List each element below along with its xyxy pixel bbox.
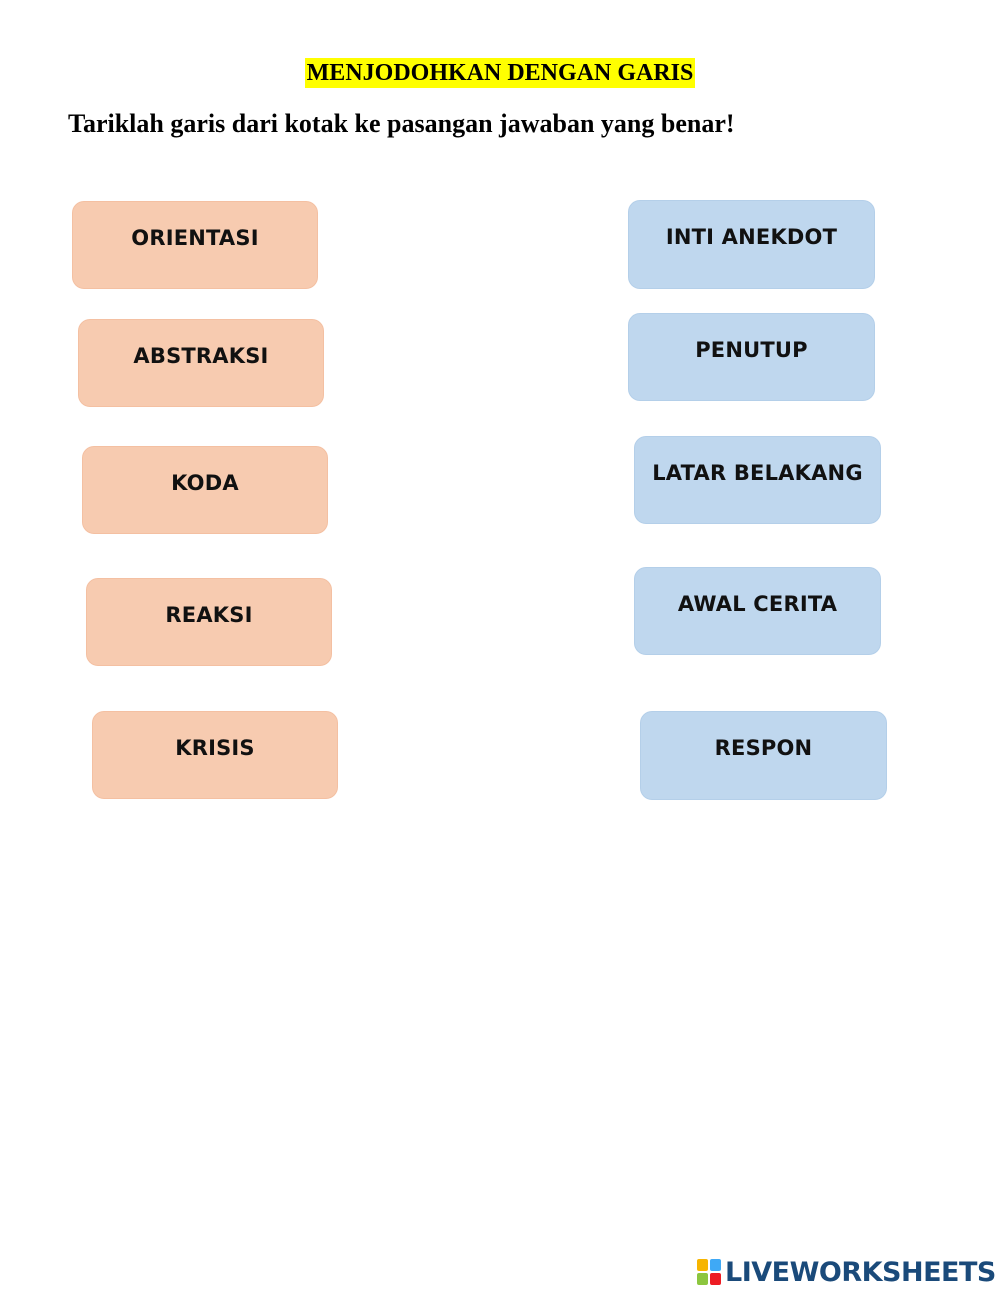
- left-box-label: REAKSI: [165, 603, 253, 627]
- right-box-awal-cerita[interactable]: AWAL CERITA: [634, 567, 881, 655]
- right-box-label: PENUTUP: [695, 338, 808, 362]
- left-box-reaksi[interactable]: REAKSI: [86, 578, 332, 666]
- right-box-penutup[interactable]: PENUTUP: [628, 313, 875, 401]
- liveworksheets-logo: LIVEWORKSHEETS: [697, 1255, 996, 1289]
- logo-square-l: [697, 1259, 708, 1271]
- right-box-latar-belakang[interactable]: LATAR BELAKANG: [634, 436, 881, 524]
- page-title: MENJODOHKAN DENGAN GARIS: [0, 58, 1000, 88]
- left-box-label: KODA: [171, 471, 239, 495]
- liveworksheets-logo-icon: [697, 1259, 721, 1285]
- page-title-text: MENJODOHKAN DENGAN GARIS: [304, 58, 696, 88]
- logo-square-e: [710, 1273, 721, 1285]
- liveworksheets-brand-text: LIVEWORKSHEETS: [725, 1256, 996, 1288]
- left-box-label: KRISIS: [175, 736, 255, 760]
- right-box-label: AWAL CERITA: [677, 592, 838, 616]
- right-box-label: RESPON: [714, 736, 813, 760]
- left-box-orientasi[interactable]: ORIENTASI: [72, 201, 318, 289]
- left-box-abstraksi[interactable]: ABSTRAKSI: [78, 319, 324, 407]
- right-box-inti-anekdot[interactable]: INTI ANEKDOT: [628, 200, 875, 289]
- instruction-text: Tariklah garis dari kotak ke pasangan ja…: [68, 109, 735, 138]
- logo-square-i: [710, 1259, 721, 1271]
- right-box-respon[interactable]: RESPON: [640, 711, 887, 800]
- left-box-krisis[interactable]: KRISIS: [92, 711, 338, 799]
- right-box-label: LATAR BELAKANG: [652, 461, 863, 485]
- logo-square-v: [697, 1273, 708, 1285]
- left-box-label: ABSTRAKSI: [133, 344, 269, 368]
- right-box-label: INTI ANEKDOT: [665, 225, 838, 249]
- left-box-label: ORIENTASI: [131, 226, 259, 250]
- left-box-koda[interactable]: KODA: [82, 446, 328, 534]
